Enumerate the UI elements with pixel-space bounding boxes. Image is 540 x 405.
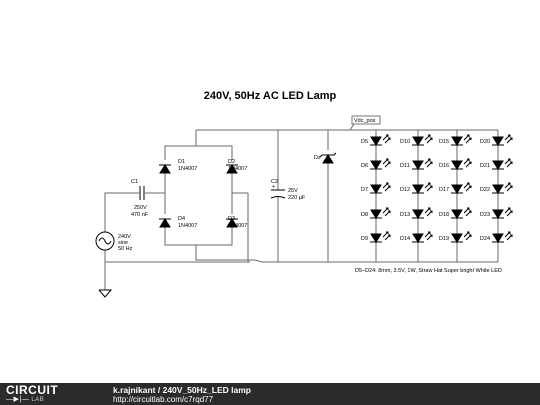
led-d24: D24 xyxy=(480,231,513,243)
led-label: D19 xyxy=(439,236,449,242)
led-d7: D7 xyxy=(361,182,391,194)
led-label: D16 xyxy=(439,163,449,169)
led-d23: D23 xyxy=(480,207,513,219)
led-label: D22 xyxy=(480,187,490,193)
led-label: D9 xyxy=(361,236,368,242)
led-d14: D14 xyxy=(400,231,433,243)
diode-d1: D1 1N4007 xyxy=(159,159,197,174)
circuitlab-logo[interactable]: CIRCUIT xyxy=(6,383,59,397)
led-label: D21 xyxy=(480,163,490,169)
led-d6: D6 xyxy=(361,158,391,170)
diode-d2: D2 1N4007 xyxy=(226,159,247,174)
led-label: D18 xyxy=(439,212,449,218)
diode-d3: D3 1N4007 xyxy=(226,216,247,229)
ground-symbol xyxy=(98,289,113,298)
led-label: D23 xyxy=(480,212,490,218)
led-label: D5 xyxy=(361,139,368,145)
ac-source: 240V sine 50 Hz xyxy=(95,231,133,252)
logo-lab-text: LAB xyxy=(31,397,45,403)
led-label: D10 xyxy=(400,139,410,145)
led-label: D24 xyxy=(480,236,490,242)
schematic-canvas: 240V, 50Hz AC LED Lamp 240V xyxy=(95,90,513,298)
led-d19: D19 xyxy=(439,231,472,243)
led-d8: D8 xyxy=(361,207,391,219)
led-label: D14 xyxy=(400,236,410,242)
led-label: D8 xyxy=(361,212,368,218)
wiring xyxy=(104,129,499,290)
led-d9: D9 xyxy=(361,231,391,243)
d2-part: 1N4007 xyxy=(228,166,247,172)
led-d16: D16 xyxy=(439,158,472,170)
led-d21: D21 xyxy=(480,158,513,170)
schematic: 240V, 50Hz AC LED Lamp 240V xyxy=(95,90,513,298)
circuit-credit: k.rajnikant / 240V_50Hz_LED lamp xyxy=(113,385,251,395)
led-label: D15 xyxy=(439,139,449,145)
source-type: sine xyxy=(118,240,128,246)
led-note: D5–D24: 8mm, 3.5V, 1W, Straw Hat Super b… xyxy=(355,268,502,274)
source-voltage: 240V xyxy=(118,234,131,240)
net-label-text: Vdc_pos xyxy=(354,118,376,124)
net-label-vdc-pos: Vdc_pos xyxy=(349,115,381,131)
c2-capacitance: 220 µF xyxy=(288,195,306,201)
diode-logo-icon: —▶|— xyxy=(6,396,30,403)
led-label: D20 xyxy=(480,139,490,145)
led-d15: D15 xyxy=(439,134,472,146)
zener-name: Dz xyxy=(314,155,321,161)
capacitor-c2: C2 + 25V 220 µF xyxy=(270,179,306,201)
c2-plus: + xyxy=(272,184,275,190)
capacitor-c1: C1 250V 470 nF xyxy=(131,179,149,218)
diode-d4: D4 1N4007 xyxy=(159,216,197,229)
diagram-title: 240V, 50Hz AC LED Lamp xyxy=(204,90,337,102)
led-d22: D22 xyxy=(480,182,513,194)
d4-part: 1N4007 xyxy=(178,223,197,229)
c2-voltage: 25V xyxy=(288,188,298,194)
circuitlab-logo-sub: —▶|— LAB xyxy=(6,396,44,404)
zener-diode: Dz xyxy=(314,152,337,164)
circuit-url-link[interactable]: http://circuitlab.com/c7rqd77 xyxy=(113,395,214,404)
d4-name: D4 xyxy=(178,216,185,222)
d1-name: D1 xyxy=(178,159,185,165)
led-d18: D18 xyxy=(439,207,472,219)
led-label: D12 xyxy=(400,187,410,193)
led-d10: D10 xyxy=(400,134,433,146)
c1-voltage: 250V xyxy=(134,205,147,211)
led-label: D7 xyxy=(361,187,368,193)
led-d17: D17 xyxy=(439,182,472,194)
led-d5: D5 xyxy=(361,134,391,146)
source-frequency: 50 Hz xyxy=(118,246,133,252)
led-d12: D12 xyxy=(400,182,433,194)
led-label: D13 xyxy=(400,212,410,218)
c2-name: C2 xyxy=(271,179,278,185)
c1-capacitance: 470 nF xyxy=(131,212,149,218)
led-d11: D11 xyxy=(400,158,433,170)
d3-name: D3 xyxy=(228,216,235,222)
led-d20: D20 xyxy=(480,134,513,146)
led-label: D11 xyxy=(400,163,410,169)
c1-name: C1 xyxy=(131,179,138,185)
led-label: D17 xyxy=(439,187,449,193)
d2-name: D2 xyxy=(228,159,235,165)
led-label: D6 xyxy=(361,163,368,169)
led-d13: D13 xyxy=(400,207,433,219)
d1-part: 1N4007 xyxy=(178,166,197,172)
d3-part: 1N4007 xyxy=(228,223,247,229)
footer-bar: CIRCUIT —▶|— LAB k.rajnikant / 240V_50Hz… xyxy=(0,383,540,405)
